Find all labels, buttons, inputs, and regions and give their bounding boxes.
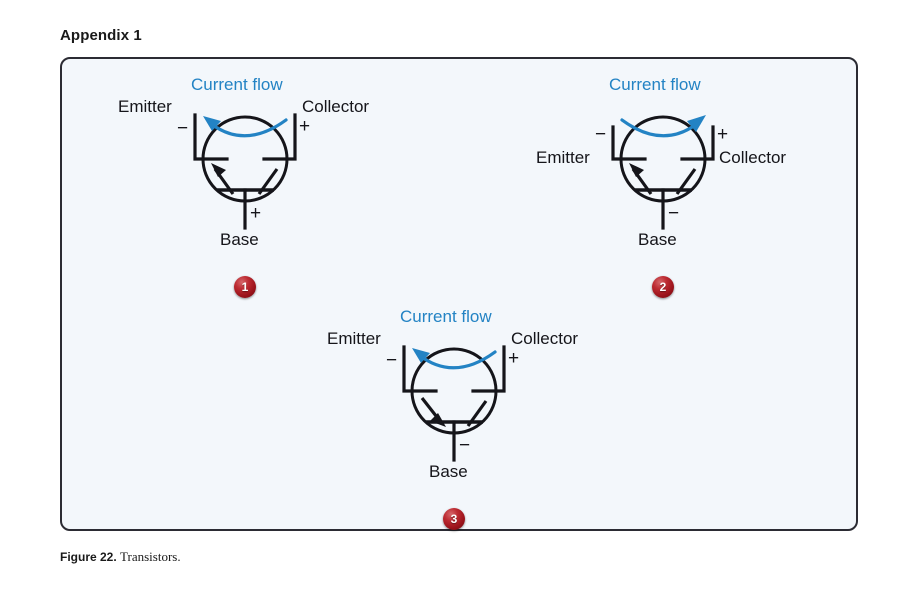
base-sign-1: + <box>250 203 262 224</box>
transistor-symbol-2 <box>611 115 715 230</box>
emitter-label-1: Emitter <box>118 97 172 116</box>
transistor-diagram-2: Current flow Emitter − Collector + − Bas… <box>525 65 825 305</box>
figure-caption-label: Figure 22. <box>60 550 117 564</box>
diagram-badge-2: 2 <box>652 276 674 298</box>
transistor-symbol-1 <box>193 113 297 230</box>
collector-label-3: Collector <box>511 329 579 348</box>
collector-sign-2: + <box>717 124 729 145</box>
collector-sign-1: + <box>299 116 311 137</box>
current-flow-label-1: Current flow <box>191 75 283 94</box>
collector-label-1: Collector <box>302 97 370 116</box>
figure-caption-text: Transistors. <box>120 549 181 564</box>
base-label-2: Base <box>638 230 677 249</box>
transistor-diagram-1: Current flow Emitter − Collector + + Bas… <box>107 65 407 305</box>
base-sign-2: − <box>668 203 680 224</box>
transistor-symbol-3 <box>402 345 506 462</box>
base-label-3: Base <box>429 462 468 481</box>
current-flow-label-2: Current flow <box>609 75 701 94</box>
diagram-badge-1: 1 <box>234 276 256 298</box>
figure-caption: Figure 22. Transistors. <box>60 549 181 565</box>
page-title: Appendix 1 <box>60 27 142 44</box>
emitter-label-2: Emitter <box>536 148 590 167</box>
emitter-sign-1: − <box>177 118 189 139</box>
transistor-diagram-3: Current flow Emitter − Collector + − Bas… <box>316 297 616 537</box>
base-label-1: Base <box>220 230 259 249</box>
emitter-label-3: Emitter <box>327 329 381 348</box>
emitter-sign-3: − <box>386 350 398 371</box>
emitter-sign-2: − <box>595 124 607 145</box>
collector-sign-3: + <box>508 348 520 369</box>
figure-panel: Current flow Emitter − Collector + + Bas… <box>60 57 858 531</box>
diagram-badge-3: 3 <box>443 508 465 530</box>
base-sign-3: − <box>459 435 471 456</box>
current-flow-label-3: Current flow <box>400 307 492 326</box>
collector-label-2: Collector <box>719 148 787 167</box>
